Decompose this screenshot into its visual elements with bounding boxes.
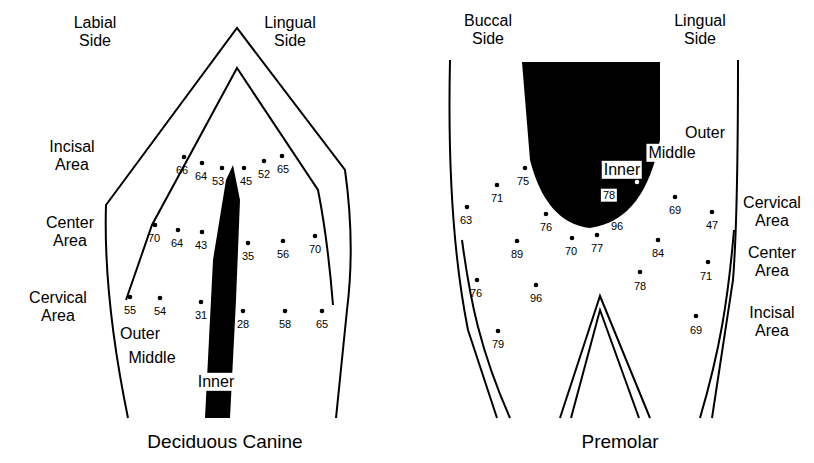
value-number: 56 [277,248,289,261]
value-number: 45 [240,175,252,188]
value-number: 75 [517,175,529,188]
value-number: 31 [195,309,207,322]
value-number: 63 [460,214,472,227]
layer-label: Outer [683,124,727,142]
canine-outline [106,28,351,418]
value-number: 96 [611,220,623,233]
value-number: 69 [669,204,681,217]
premolar-enamel-line [700,230,734,418]
value-number: 52 [258,168,270,181]
value-number: 70 [309,243,321,256]
figure-title: Premolar [581,431,658,453]
layer-label: Outer [118,325,162,343]
value-number: 76 [540,221,552,234]
value-number: 66 [176,164,188,177]
layer-label: Middle [646,144,697,162]
area-label: Center Area [737,244,807,281]
value-number: 65 [277,163,289,176]
value-number: 47 [706,219,718,232]
value-number: 58 [279,318,291,331]
value-number: 54 [154,305,166,318]
value-number: 55 [124,304,136,317]
premolar-notch-inner [571,310,639,418]
layer-label: Inner [196,373,236,391]
value-number: 71 [700,270,712,283]
value-number: 84 [652,247,664,260]
side-label: Lingual Side [260,14,320,51]
measure-dots [128,154,715,334]
value-number: 65 [316,318,328,331]
value-number: 78 [601,189,617,202]
side-label: Buccal Side [458,12,518,49]
value-number: 70 [148,232,160,245]
value-number: 69 [690,324,702,337]
premolar-pulp [522,62,660,228]
value-number: 53 [212,175,224,188]
value-number: 64 [195,170,207,183]
value-number: 78 [634,280,646,293]
value-number: 43 [195,239,207,252]
area-label: Incisal Area [737,304,807,341]
value-number: 70 [565,245,577,258]
value-number: 76 [470,287,482,300]
value-number: 71 [491,192,503,205]
area-label: Center Area [40,214,100,251]
premolar-notch [560,296,650,418]
premolar-enamel-line [462,240,510,418]
value-number: 28 [237,318,249,331]
side-label: Labial Side [65,14,125,51]
layer-label: Middle [126,349,177,367]
value-number: 96 [530,292,542,305]
area-label: Incisal Area [42,138,102,175]
value-number: 77 [591,242,603,255]
value-number: 64 [171,237,183,250]
area-label: Cervical Area [21,289,95,326]
side-label: Lingual Side [670,12,730,49]
area-label: Cervical Area [737,194,807,231]
value-number: 89 [511,248,523,261]
value-number: 35 [242,250,254,263]
layer-label: Inner [602,161,642,179]
figure-title: Deciduous Canine [147,431,302,453]
value-number: 79 [492,338,504,351]
